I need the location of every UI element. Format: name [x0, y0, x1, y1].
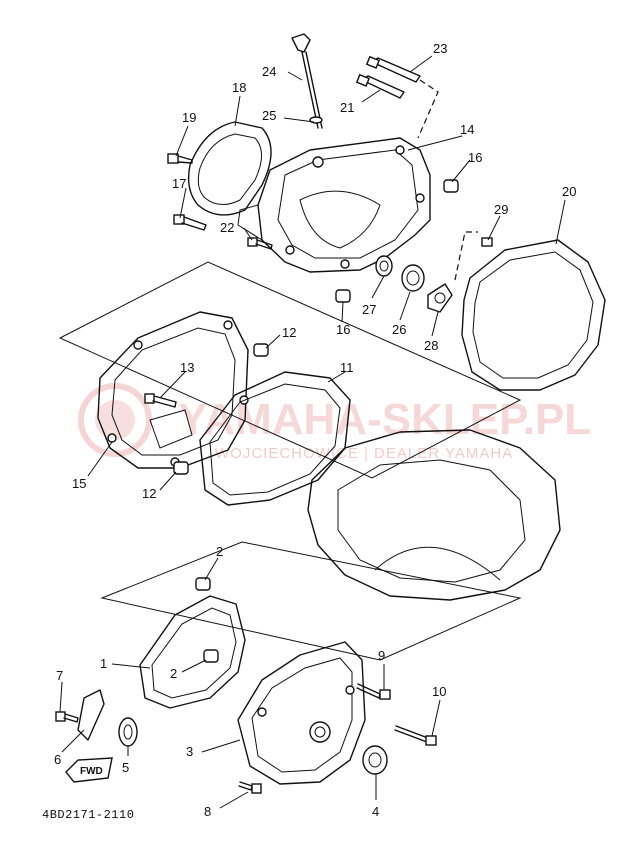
callout-18: 18 [232, 80, 246, 95]
lower-frame-lines [100, 541, 522, 661]
callout-29: 29 [494, 202, 508, 217]
callout-15: 15 [72, 476, 86, 491]
callout-2a: 2 [216, 544, 223, 559]
callout-13: 13 [180, 360, 194, 375]
callout-16a: 16 [468, 150, 482, 165]
callout-3: 3 [186, 744, 193, 759]
watermark-sub: WOJCIECHOWICE | DEALER YAMAHA [215, 445, 513, 462]
fwd-label: FWD [80, 766, 103, 777]
callout-27: 27 [362, 302, 376, 317]
callout-12b: 12 [142, 486, 156, 501]
callout-16b: 16 [336, 322, 350, 337]
callout-23: 23 [433, 41, 447, 56]
callout-9: 9 [378, 648, 385, 663]
callout-17: 17 [172, 176, 186, 191]
watermark-logo-core [95, 400, 135, 440]
seals-26-27-28 [375, 237, 493, 313]
part-1-gasket [139, 595, 246, 709]
callout-11: 11 [340, 360, 354, 375]
middle-frame-lines [58, 261, 522, 479]
crankcase [307, 429, 561, 601]
callout-26: 26 [392, 322, 406, 337]
clutch-cover-upper [237, 137, 431, 273]
callout-20: 20 [562, 184, 576, 199]
callout-10: 10 [432, 684, 446, 699]
callout-12a: 12 [282, 325, 296, 340]
part-6-bracket [55, 689, 105, 741]
leader-lines [59, 55, 566, 809]
callout-6: 6 [54, 752, 61, 767]
dowels-16 [335, 179, 459, 303]
callout-7: 7 [56, 668, 63, 683]
part-20-gasket [454, 231, 606, 391]
callout-8: 8 [204, 804, 211, 819]
callout-19: 19 [182, 110, 196, 125]
callout-2b: 2 [170, 666, 177, 681]
callout-4: 4 [372, 804, 379, 819]
part-code: 4BD2171-2110 [42, 808, 135, 822]
callout-24: 24 [262, 64, 276, 79]
callout-1: 1 [100, 656, 107, 671]
watermark-logo-icon [78, 383, 152, 457]
fwd-arrow-icon: FWD [65, 757, 113, 783]
callout-28: 28 [424, 338, 438, 353]
bolt-13-dowels-12 [144, 343, 269, 475]
bolts-21-23 [355, 55, 439, 139]
part-5-seal [118, 717, 138, 747]
callout-14: 14 [460, 122, 474, 137]
callout-22: 22 [220, 220, 234, 235]
bolts-17-19-22 [167, 153, 273, 250]
callout-numbers: 23 24 21 18 19 25 14 16 17 20 29 22 27 1… [54, 41, 576, 819]
dowels-2 [195, 577, 219, 663]
callout-25: 25 [262, 108, 276, 123]
part-4-oil-seal [362, 745, 388, 775]
bolts-8-9-10 [238, 683, 437, 794]
part-3-generator-cover [237, 641, 366, 785]
callout-5: 5 [122, 760, 129, 775]
part-24-dipstick [291, 33, 323, 129]
callout-21: 21 [340, 100, 354, 115]
part-18-plate [187, 121, 272, 216]
